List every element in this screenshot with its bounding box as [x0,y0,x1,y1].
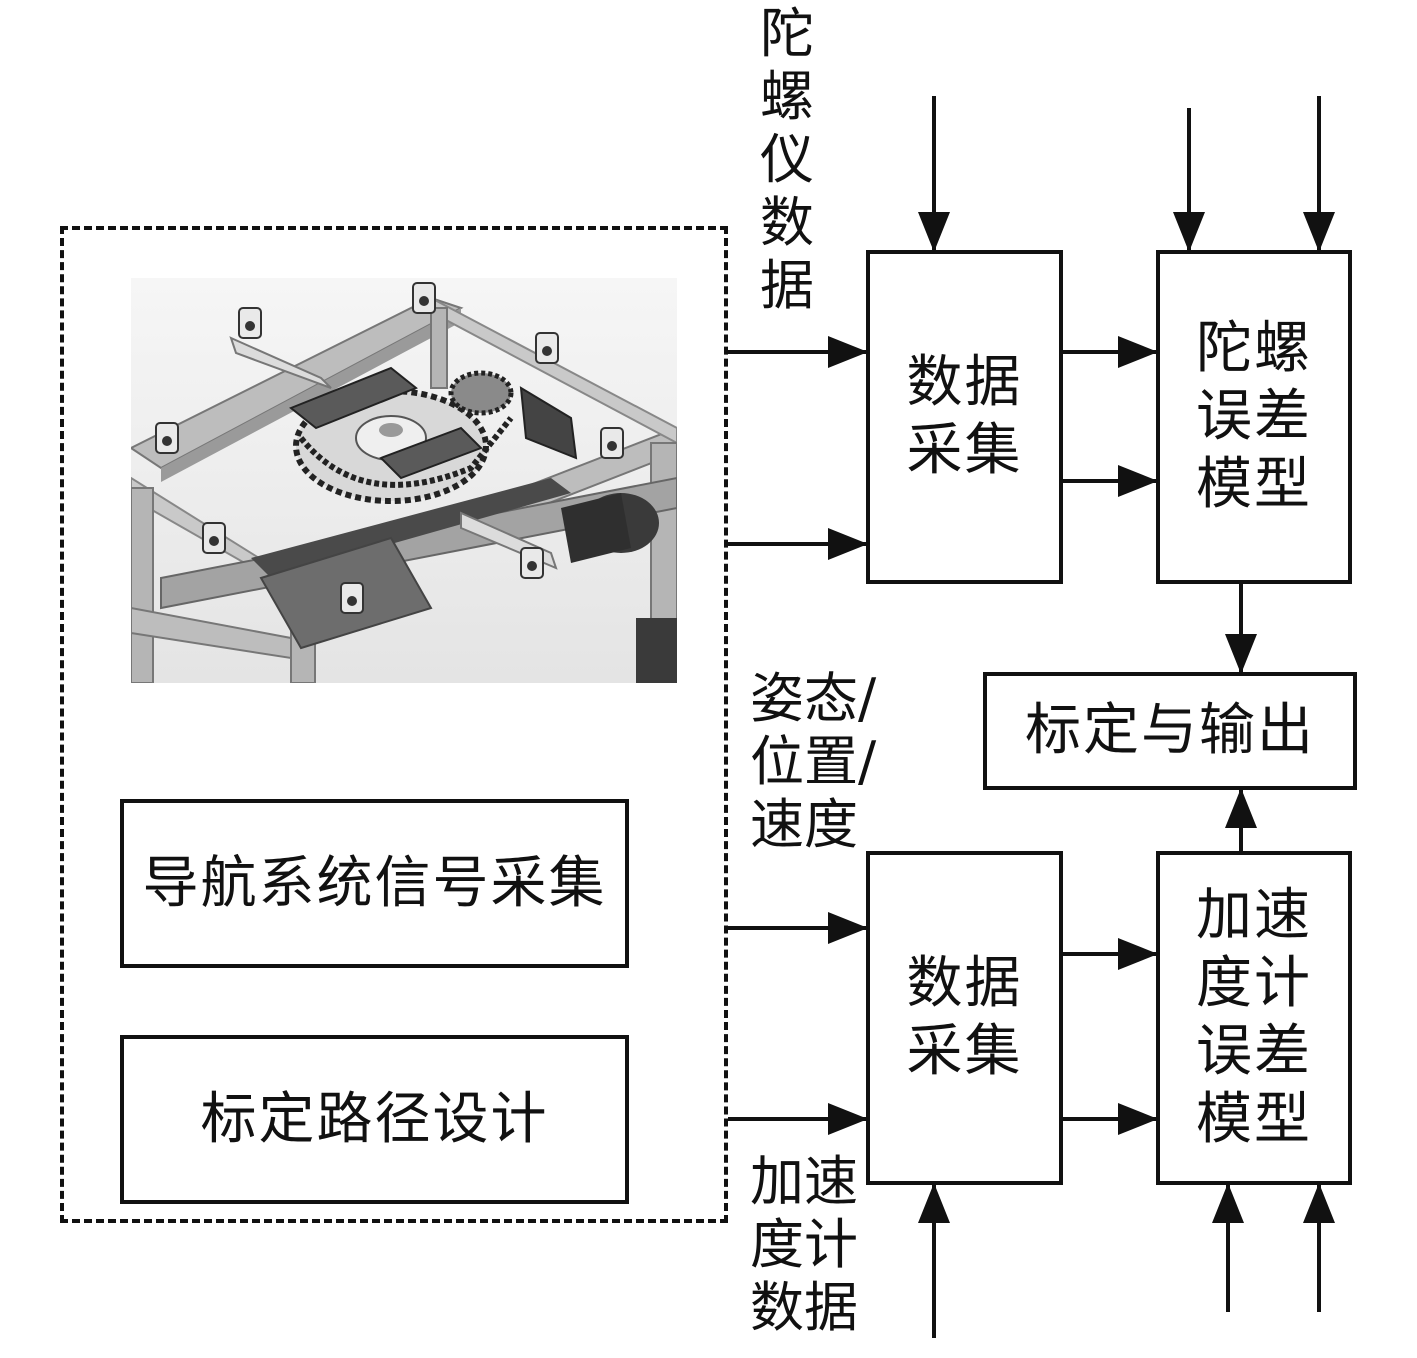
attitude-position-velocity-label: 姿态/ 位置/ 速度 [750,667,877,856]
calibration-output-label: 标定与输出 [1025,698,1315,763]
gyro-error-model-box: 陀螺 误差 模型 [1156,250,1352,584]
calibration-path-design-box: 标定路径设计 [120,1035,629,1204]
gyro-data-label: 陀 螺 仪 数 据 [760,2,814,317]
accel-error-model-box: 加速 度计 误差 模型 [1156,851,1352,1185]
nav-signal-acquisition-box: 导航系统信号采集 [120,799,629,968]
accel-data-acquisition-box: 数据 采集 [866,851,1063,1185]
accel-error-model-label: 加速 度计 误差 模型 [1196,883,1312,1152]
test-rig-frame [60,226,728,1223]
accel-data-acquisition-label: 数据 采集 [906,951,1023,1084]
turntable-rig-illustration [131,278,677,683]
calibration-output-box: 标定与输出 [983,672,1357,790]
calibration-path-design-label: 标定路径设计 [200,1086,549,1152]
gyro-error-model-label: 陀螺 误差 模型 [1196,316,1312,517]
gyro-data-acquisition-label: 数据 采集 [906,350,1023,483]
accelerometer-data-label: 加速 度计 数据 [750,1150,858,1339]
turntable-icon [131,278,677,683]
nav-signal-acquisition-label: 导航系统信号采集 [142,850,607,916]
gyro-data-acquisition-box: 数据 采集 [866,250,1063,584]
